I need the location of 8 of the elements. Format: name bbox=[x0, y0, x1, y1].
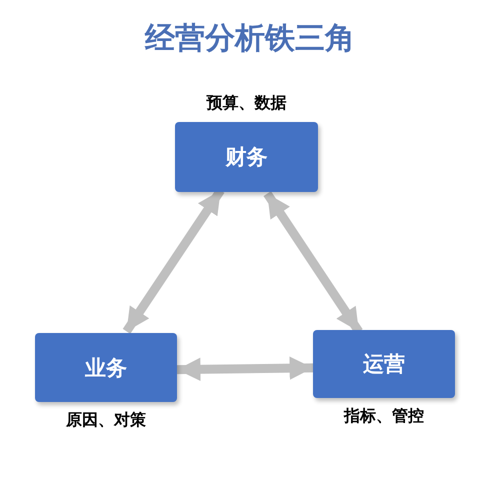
node-caption: 原因、对策 bbox=[64, 410, 147, 431]
node-caption: 预算、数据 bbox=[205, 93, 288, 114]
title: 经营分析铁三角 bbox=[144, 20, 356, 58]
node-label: 运营 bbox=[363, 351, 405, 378]
node-label: 业务 bbox=[85, 354, 127, 382]
node-caption: 指标、管控 bbox=[342, 406, 425, 427]
node-label: 财务 bbox=[226, 144, 268, 171]
double-arrow bbox=[176, 356, 314, 381]
